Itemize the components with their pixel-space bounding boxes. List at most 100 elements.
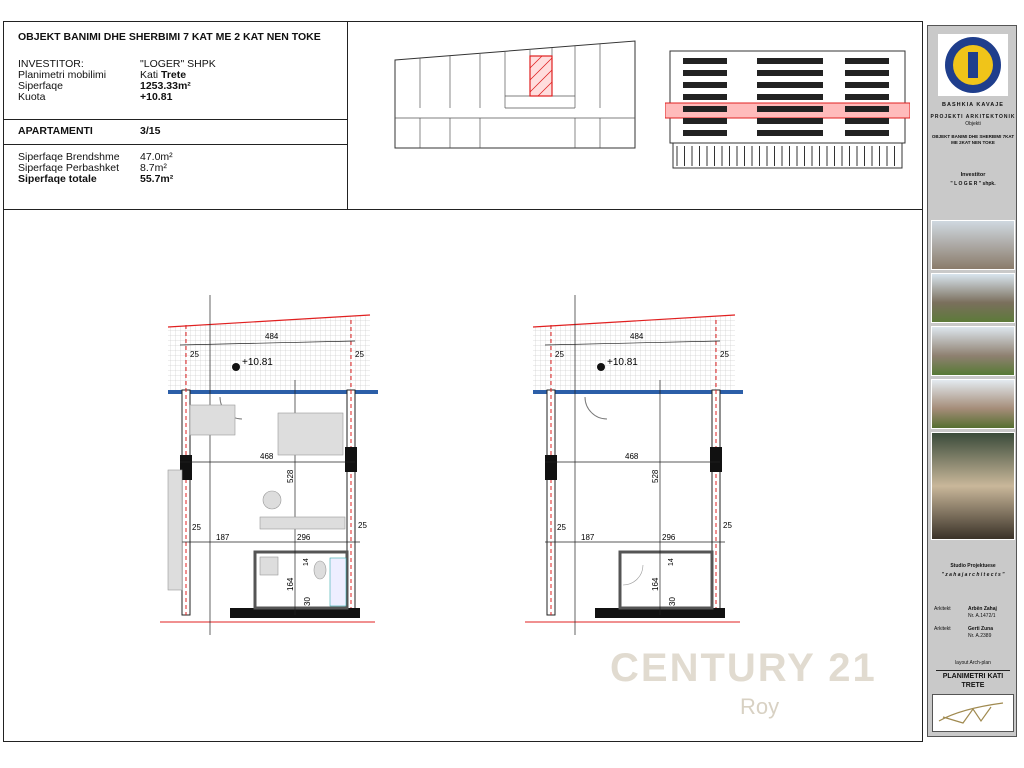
elevation-window-band xyxy=(845,106,889,112)
door-swing xyxy=(584,396,608,420)
elevation-window-band xyxy=(683,70,727,76)
elevation-window-band xyxy=(757,130,823,136)
balcony xyxy=(533,315,735,390)
balcony xyxy=(168,315,370,390)
dim-bath-depth: 164 xyxy=(651,577,660,591)
studio-name: " z a h a j a r c h i t e c t s " xyxy=(941,572,1005,578)
license-2: Nr. A.2389 xyxy=(968,633,992,639)
dim-wall: 25 xyxy=(192,523,201,532)
bathroom xyxy=(253,550,349,610)
floor-plan-empty: 484 25 25 +10.81 468 528 25 25 187 296 1… xyxy=(525,295,745,645)
elevation-window-band xyxy=(845,94,889,100)
municipality-logo xyxy=(938,34,1008,96)
elevation-window-band xyxy=(757,106,823,112)
divider xyxy=(3,119,348,120)
elevation-window-band xyxy=(683,82,727,88)
watermark-brand: CENTURY 21 xyxy=(610,646,877,690)
elevation-window-band xyxy=(683,94,727,100)
project-title: OBJEKT BANIMI DHE SHERBIMI 7 KAT ME 2 KA… xyxy=(18,31,321,43)
dim-wall-bath: 14 xyxy=(303,558,310,566)
render-photo-1 xyxy=(931,220,1015,270)
elevation-window-band xyxy=(683,118,727,124)
dim-wall-bath: 14 xyxy=(668,558,675,566)
sheet-label: layout Arch-plan xyxy=(955,660,991,666)
glazing xyxy=(533,390,743,394)
investor-label: Investitor xyxy=(960,172,986,178)
studio-signature-logo xyxy=(932,694,1014,732)
municipality-name: BASHKIA KAVAJE xyxy=(942,102,1004,108)
dim-bath-depth: 164 xyxy=(286,577,295,591)
level-elevation: +10.81 xyxy=(607,357,638,368)
dim-depth: 528 xyxy=(286,469,295,483)
elevation-window-band xyxy=(683,58,727,64)
door-swing xyxy=(622,564,644,586)
building-elevation xyxy=(665,50,910,169)
elevation-window-band xyxy=(845,82,889,88)
architect-1: Arbën Zahaj xyxy=(968,606,997,612)
header-band xyxy=(3,21,922,210)
dim-wall: 25 xyxy=(358,521,367,530)
level-elevation: +10.81 xyxy=(242,357,273,368)
highlighted-unit xyxy=(529,55,553,97)
dim-shaft: 30 xyxy=(303,597,312,606)
glazing xyxy=(168,390,378,394)
sofa xyxy=(259,516,346,530)
dim-width-interior: 468 xyxy=(260,452,274,461)
watermark-office: Roy xyxy=(740,694,780,719)
floor-plan-furnished: 484 25 25 +10.81 468 528 25 25 187 296 1… xyxy=(160,295,380,645)
dim-width-interior: 468 xyxy=(625,452,639,461)
dim-wall: 25 xyxy=(557,523,566,532)
role-2: Arkitekt xyxy=(934,626,951,632)
stove xyxy=(259,556,279,576)
dim-kitchen: 187 xyxy=(581,533,595,542)
kuota-row: Kuota+10.81 xyxy=(18,91,173,103)
elevation-window-band xyxy=(757,70,823,76)
architect-2: Gerti Zuna xyxy=(968,626,994,632)
elevation-window-band xyxy=(757,82,823,88)
dim-kitchen: 187 xyxy=(216,533,230,542)
divider xyxy=(3,144,348,145)
dim-width-top: 484 xyxy=(265,332,279,341)
elevation-window-band xyxy=(845,58,889,64)
dim-bath-width: 296 xyxy=(297,533,311,542)
investitor-row: INVESTITOR:"LOGER" SHPK xyxy=(18,58,216,70)
site-key-plan xyxy=(394,40,636,149)
kitchen-counter xyxy=(167,469,183,591)
project-type: PROJEKTI ARKITEKTONIK xyxy=(930,114,1016,120)
dining-table xyxy=(189,404,236,436)
dim-wall: 25 xyxy=(723,521,732,530)
dim-bath-width: 296 xyxy=(662,533,676,542)
object-name: OBJEKT BANIMI DHE SHERBIMI 7KAT ME 2KAT … xyxy=(931,134,1015,145)
elevation-window-band xyxy=(845,118,889,124)
coffee-table xyxy=(262,490,282,510)
elevation-window-band xyxy=(757,58,823,64)
elevation-window-band xyxy=(683,106,727,112)
render-photo-2 xyxy=(931,273,1015,323)
project-info-box: OBJEKT BANIMI DHE SHERBIMI 7 KAT ME 2 KA… xyxy=(3,21,348,210)
level-marker-icon xyxy=(597,363,605,371)
render-photo-4 xyxy=(931,379,1015,429)
sheet-title: PLANIMETRI KATI TRETE xyxy=(936,670,1010,690)
level-marker-icon xyxy=(232,363,240,371)
render-photo-5 xyxy=(931,432,1015,540)
dim-wall: 25 xyxy=(190,350,199,359)
dim-depth: 528 xyxy=(651,469,660,483)
dim-shaft: 30 xyxy=(668,597,677,606)
studio-label: Studio Projektuese xyxy=(950,563,996,569)
bathroom xyxy=(618,550,714,610)
elevation-window-band xyxy=(845,70,889,76)
elevation-window-band xyxy=(683,130,727,136)
dim-wall: 25 xyxy=(555,350,564,359)
role-1: Arkitekt xyxy=(934,606,951,612)
dim-wall: 25 xyxy=(720,350,729,359)
elevation-window-band xyxy=(845,130,889,136)
elevation-window-band xyxy=(757,94,823,100)
render-photo-3 xyxy=(931,326,1015,376)
toilet xyxy=(313,560,327,580)
investor-name: " L O G E R " shpk. xyxy=(950,181,996,187)
